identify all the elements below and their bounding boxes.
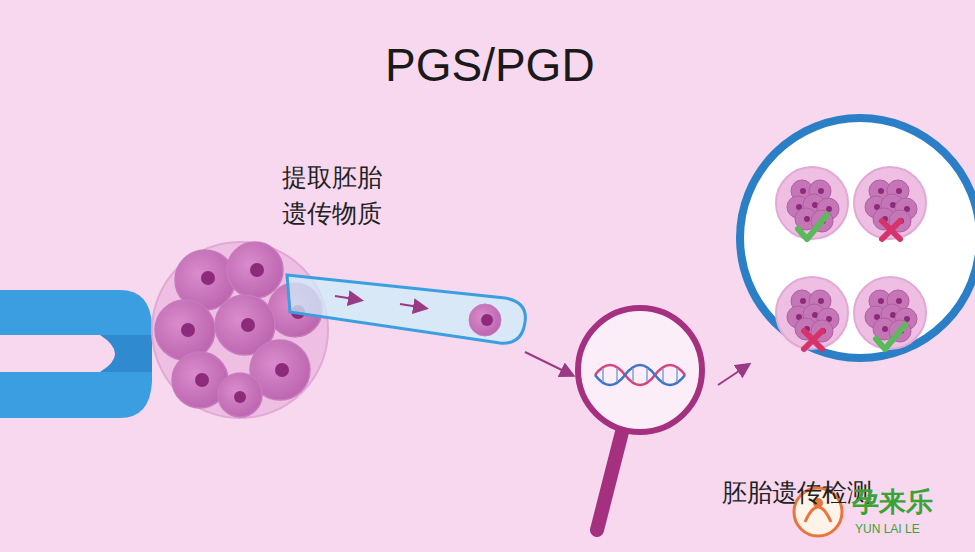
holding-pipette [0,290,152,418]
small-embryo [776,167,848,239]
step-label: 胚胎遗传检测 [722,476,872,509]
embryo-part [896,188,902,194]
embryo-part [882,326,888,332]
watermark: YUN LAI LE [855,522,920,536]
result-circle [740,118,975,358]
embryo [152,242,328,418]
title: PGS/PGD [385,38,595,92]
cross-mark [804,331,822,349]
check-mark [798,215,827,239]
magnifier [578,308,702,530]
embryo-part [800,188,806,194]
cross-mark [882,221,900,239]
small-embryo [854,167,926,239]
watermark: 孕来乐 [852,484,933,520]
embryo-part [878,298,884,304]
embryo-part [818,188,824,194]
check-mark [876,325,905,349]
embryo-part [804,216,810,222]
step-label: 提取胚胎 遗传物质 [282,160,390,233]
embryo-part [878,188,884,194]
embryo-part [818,298,824,304]
flow-arrow [525,352,572,375]
embryo-part [896,298,902,304]
small-embryo [776,277,848,349]
biopsy-pipette [287,275,525,343]
small-embryo [854,277,926,349]
embryo-part [800,298,806,304]
flow-arrow [718,365,748,385]
